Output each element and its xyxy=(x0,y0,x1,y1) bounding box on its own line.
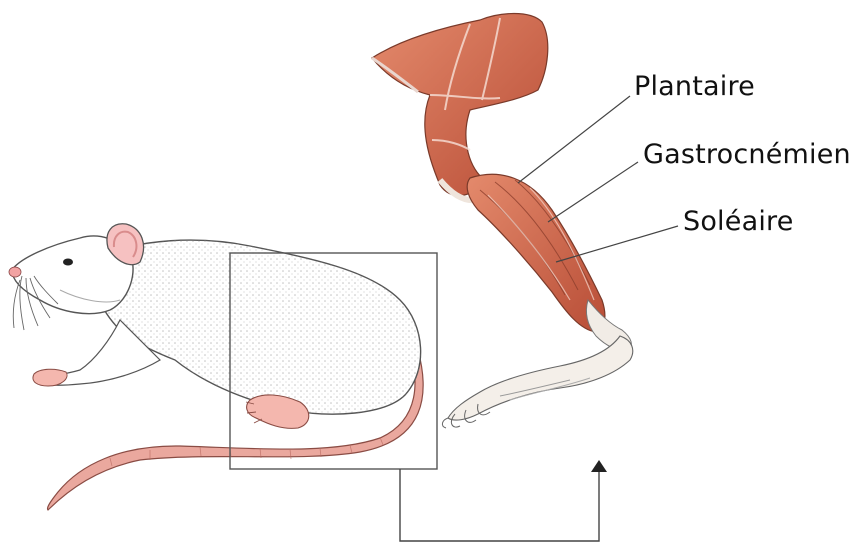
rat-nose xyxy=(9,267,21,277)
label-plantaire: Plantaire xyxy=(634,71,755,102)
leader-line-gastrocnemien xyxy=(548,162,638,222)
label-gastrocnemien: Gastrocnémien xyxy=(643,139,851,170)
leader-line-plantaire xyxy=(518,96,630,183)
leader-line-soleaire xyxy=(556,226,678,262)
hind-foot xyxy=(448,336,633,420)
connector-arrow xyxy=(400,460,607,541)
label-soleaire: Soléaire xyxy=(683,206,794,237)
rat-eye xyxy=(63,259,73,266)
arrow-head-icon xyxy=(591,460,607,472)
rat-illustration xyxy=(9,224,423,510)
thigh-muscles xyxy=(372,14,548,196)
